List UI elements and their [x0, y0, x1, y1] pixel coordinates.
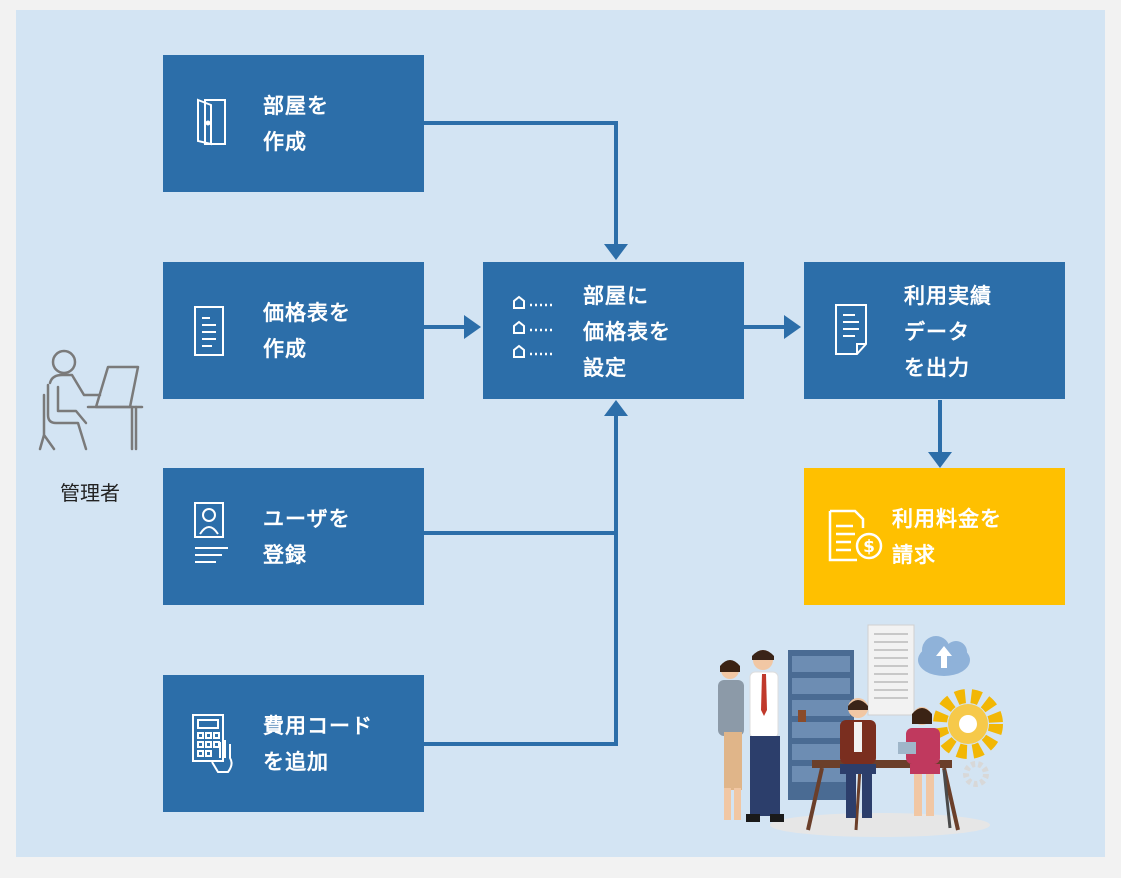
step-create-room-label: 部屋を 作成: [263, 94, 329, 154]
actor-label: 管理者: [60, 481, 120, 505]
document-icon: [192, 304, 226, 358]
user-id-card-icon: [192, 500, 232, 566]
room-list-icon: [511, 292, 559, 362]
step-add-cost-code[interactable]: 費用コード を追加: [163, 675, 424, 812]
step-set-price-table[interactable]: 部屋に 価格表を 設定: [483, 262, 744, 399]
step-output-usage[interactable]: 利用実績 データ を出力: [804, 262, 1065, 399]
step-output-usage-label: 利用実績 データ を出力: [904, 284, 992, 380]
step-set-price-table-label: 部屋に 価格表を 設定: [583, 284, 671, 380]
team-meeting-illustration: [718, 624, 1003, 837]
admin-at-desk-icon: [38, 345, 148, 455]
step-create-price-table-label: 価格表を 作成: [263, 301, 351, 361]
step-create-price-table[interactable]: 価格表を 作成: [163, 262, 424, 399]
report-icon: [833, 302, 869, 358]
step-bill-usage-label: 利用料金を 請求: [892, 507, 1002, 567]
connector-cost-to-set: [424, 414, 618, 746]
gear-icon: [933, 689, 1003, 787]
invoice-icon: $: [827, 508, 887, 566]
step-register-user[interactable]: ユーザを 登録: [163, 468, 424, 605]
cloud-upload-icon: [918, 636, 970, 676]
connector-room-to-set: [424, 121, 618, 248]
step-add-cost-code-label: 費用コード を追加: [263, 714, 373, 774]
step-bill-usage[interactable]: $ 利用料金を 請求: [804, 468, 1065, 605]
door-icon: [195, 97, 229, 147]
person-man-seated: [840, 698, 876, 818]
svg-text:$: $: [863, 537, 875, 557]
step-create-room[interactable]: 部屋を 作成: [163, 55, 424, 192]
person-man-standing: [746, 650, 806, 822]
calculator-icon: [190, 712, 240, 776]
person-woman-standing: [718, 660, 744, 820]
step-register-user-label: ユーザを 登録: [263, 507, 351, 567]
document-sheet-icon: [867, 624, 915, 716]
person-woman-seated: [898, 707, 952, 829]
